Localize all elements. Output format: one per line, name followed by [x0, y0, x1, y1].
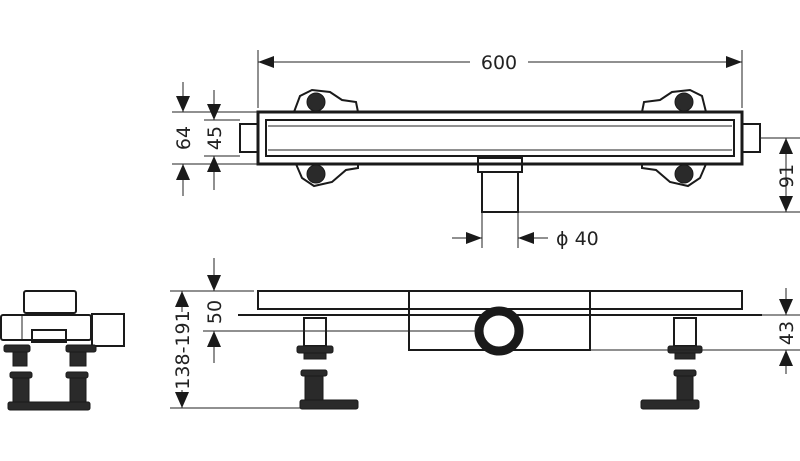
side-view: 138-191 50 43 [170, 258, 800, 410]
leveling-foot-right [640, 317, 703, 410]
top-view: 600 [172, 50, 800, 250]
outlet-depth-label: 50 [204, 300, 226, 324]
dimension-height-range: 138-191 [170, 290, 300, 409]
height-range-label: 138-191 [172, 310, 194, 389]
dimension-outlet-diameter: ϕ 40 [452, 212, 599, 250]
outlet-offset-label: 91 [776, 164, 798, 188]
outlet-offset-side-label: 43 [776, 321, 798, 345]
outlet-pipe [481, 171, 519, 213]
leveling-foot-left [296, 317, 359, 410]
height-outer-label: 64 [173, 126, 195, 150]
end-view [0, 290, 125, 411]
outlet-diameter-label: ϕ 40 [556, 228, 599, 250]
height-inner-label: 45 [204, 126, 226, 150]
drain-channel-side [257, 290, 743, 310]
length-label: 600 [481, 52, 517, 74]
dimension-length: 600 [257, 50, 743, 108]
dimension-outlet-offset-side: 43 [590, 288, 800, 374]
mounting-bracket-right [641, 88, 707, 188]
dimension-height-inner: 45 [204, 90, 240, 190]
mounting-bracket-left [293, 88, 359, 188]
dimension-outlet-depth: 50 [203, 258, 480, 363]
outlet-ring [474, 306, 524, 356]
dimension-outlet-offset-top: 91 [518, 137, 800, 213]
